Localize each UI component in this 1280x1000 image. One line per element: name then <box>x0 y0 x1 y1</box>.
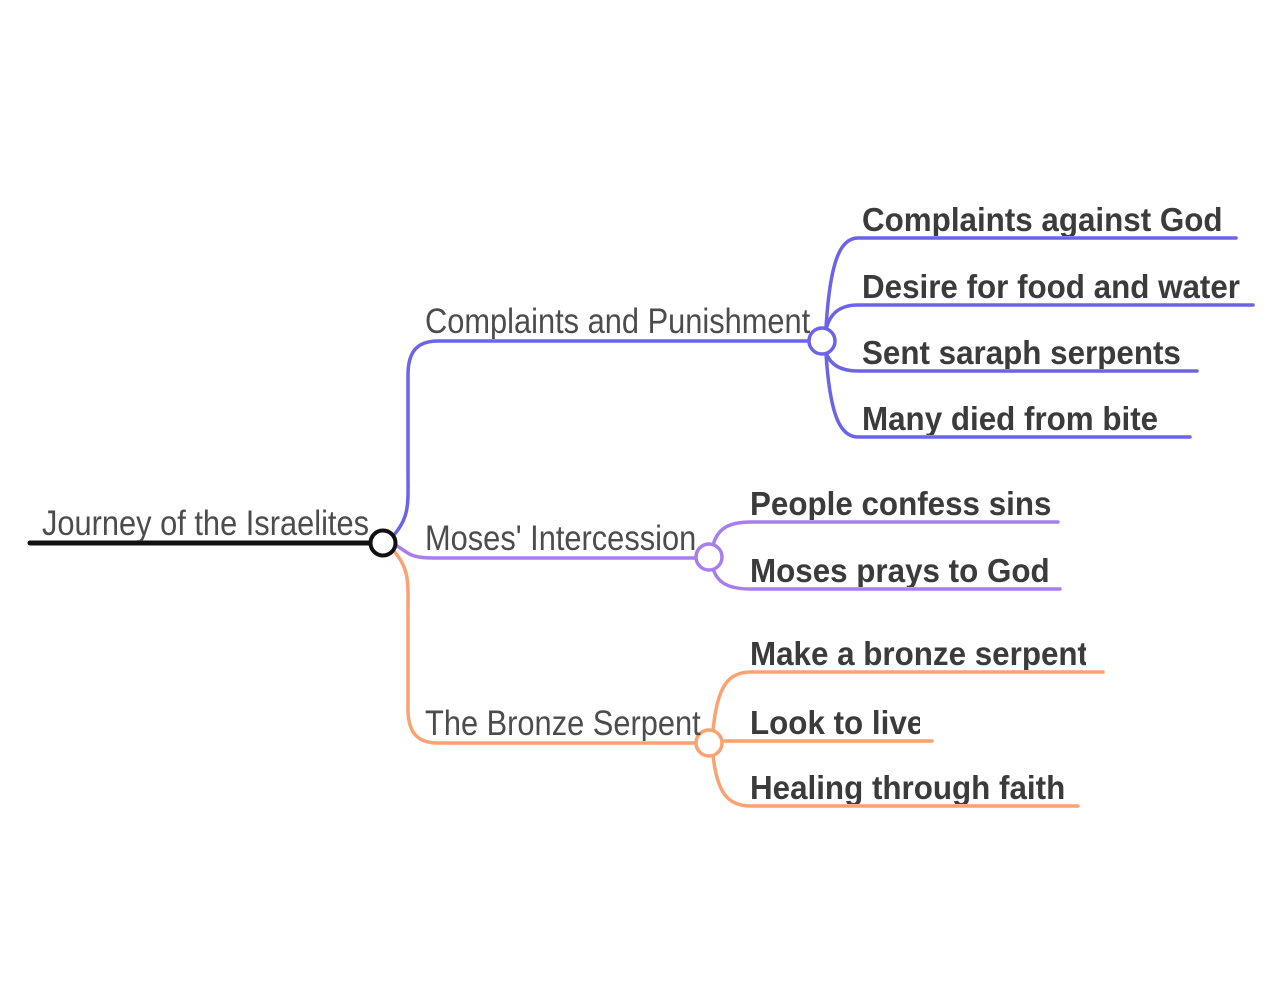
child-node-label[interactable]: Complaints against God <box>862 193 1222 236</box>
child-node-label-text: Make a bronze serpent <box>750 635 1086 670</box>
child-node-label-text: Healing through faith <box>750 769 1066 804</box>
child-link-line <box>824 303 1255 332</box>
branch-node-label[interactable]: The Bronze Serpent <box>425 696 738 741</box>
branch-link-line <box>391 548 698 745</box>
branch-node-label[interactable]: Complaints and Punishment <box>425 294 863 339</box>
child-node-label-text: People confess sins <box>750 485 1052 520</box>
root-node-label-text: Journey of the Israelites <box>42 504 370 541</box>
child-link-line <box>824 350 1192 439</box>
child-link-line <box>711 566 1062 591</box>
branch-link-line <box>393 543 698 560</box>
child-link-line <box>711 752 1080 808</box>
root-node-circle[interactable] <box>368 528 398 558</box>
child-node-label[interactable]: Healing through faith <box>750 761 1066 804</box>
child-node-label[interactable]: People confess sins <box>750 477 1058 520</box>
branch-node-circle[interactable] <box>694 542 724 572</box>
branch-node-circle[interactable] <box>807 326 837 356</box>
child-node-label-text: Look to live <box>750 704 920 739</box>
child-node-label-text: Sent saraph serpents <box>862 334 1181 369</box>
branch-node-circle[interactable] <box>694 728 724 758</box>
branch-node-label-text: The Bronze Serpent <box>425 704 701 741</box>
branch-link-line <box>391 339 811 538</box>
child-node-label[interactable]: Sent saraph serpents <box>862 326 1197 369</box>
child-node-label-text: Many died from bite <box>862 400 1159 435</box>
child-node-label[interactable]: Desire for food and water <box>862 260 1242 303</box>
child-link-line <box>824 236 1238 332</box>
child-node-label-text: Desire for food and water <box>862 268 1241 303</box>
root-node-label[interactable]: Journey of the Israelites <box>42 496 414 541</box>
child-node-label[interactable]: Make a bronze serpent <box>750 627 1086 670</box>
child-node-label[interactable]: Moses prays to God <box>750 544 1048 587</box>
child-link-line <box>711 520 1060 548</box>
child-link-line <box>711 670 1105 734</box>
child-node-label-text: Complaints against God <box>862 201 1222 236</box>
branch-node-label[interactable]: Moses' Intercession <box>425 511 733 556</box>
branch-node-label-text: Moses' Intercession <box>425 519 697 556</box>
child-node-label-text: Moses prays to God <box>750 552 1048 587</box>
branch-node-label-text: Complaints and Punishment <box>425 302 811 339</box>
child-node-label[interactable]: Look to live <box>750 696 920 739</box>
child-node-label[interactable]: Many died from bite <box>862 392 1190 435</box>
